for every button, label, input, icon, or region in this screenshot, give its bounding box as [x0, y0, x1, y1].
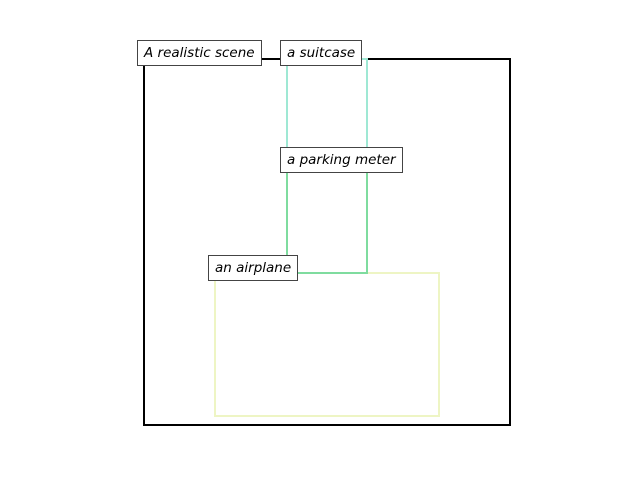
suitcase-box — [286, 58, 368, 162]
suitcase-label: a suitcase — [280, 40, 363, 66]
airplane-box — [214, 272, 440, 417]
airplane-label: an airplane — [208, 255, 299, 281]
parking-meter-label: a parking meter — [280, 147, 403, 173]
scene-frame — [143, 58, 511, 426]
scene-label: A realistic scene — [137, 40, 262, 66]
parking-meter-box — [286, 160, 368, 274]
